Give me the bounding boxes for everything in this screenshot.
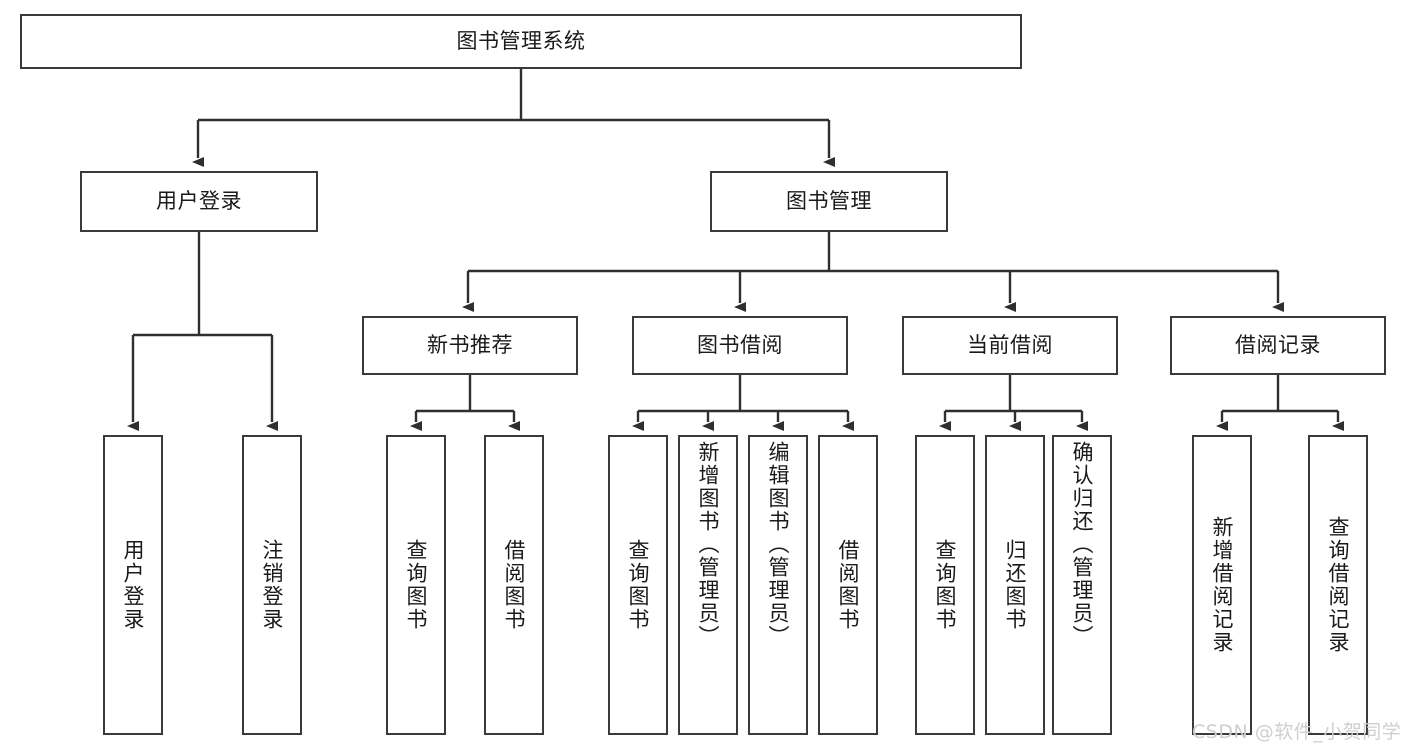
node-book-manage[interactable]: 图书管理 <box>710 171 948 232</box>
node-leaf-add-record[interactable]: 新增借阅记录 <box>1192 435 1252 735</box>
node-leaf-return-book[interactable]: 归还图书 <box>985 435 1045 735</box>
node-leaf-user-login[interactable]: 用户登录 <box>103 435 163 735</box>
node-leaf-edit-book[interactable]: 编辑图书（管理员） <box>748 435 808 735</box>
node-leaf-query-record-label: 查询借阅记录 <box>1326 516 1351 654</box>
node-leaf-query-book-2[interactable]: 查询图书 <box>608 435 668 735</box>
node-leaf-user-logout-label: 注销登录 <box>260 539 285 631</box>
node-leaf-query-book-1-label: 查询图书 <box>404 539 429 631</box>
node-leaf-edit-book-label: 编辑图书（管理员） <box>766 441 791 648</box>
node-root[interactable]: 图书管理系统 <box>20 14 1022 69</box>
node-leaf-borrow-book-1-label: 借阅图书 <box>502 539 527 631</box>
node-leaf-confirm-return-label: 确认归还（管理员） <box>1070 441 1095 648</box>
node-leaf-query-book-1[interactable]: 查询图书 <box>386 435 446 735</box>
node-new-book-rec-label: 新书推荐 <box>427 333 513 358</box>
node-root-label: 图书管理系统 <box>456 29 586 54</box>
node-current-borrow[interactable]: 当前借阅 <box>902 316 1118 375</box>
node-leaf-return-book-label: 归还图书 <box>1003 539 1028 631</box>
node-user-login-label: 用户登录 <box>156 189 242 214</box>
watermark-text: CSDN @软件_小贺同学 <box>1192 721 1402 743</box>
node-book-borrow[interactable]: 图书借阅 <box>632 316 848 375</box>
node-borrow-record-label: 借阅记录 <box>1235 333 1321 358</box>
node-leaf-user-login-label: 用户登录 <box>121 539 146 631</box>
node-leaf-add-book[interactable]: 新增图书（管理员） <box>678 435 738 735</box>
node-leaf-add-book-label: 新增图书（管理员） <box>696 441 721 648</box>
node-leaf-query-book-3[interactable]: 查询图书 <box>915 435 975 735</box>
node-user-login[interactable]: 用户登录 <box>80 171 318 232</box>
node-borrow-record[interactable]: 借阅记录 <box>1170 316 1386 375</box>
node-leaf-add-record-label: 新增借阅记录 <box>1210 516 1235 654</box>
node-leaf-borrow-book-2-label: 借阅图书 <box>836 539 861 631</box>
node-leaf-confirm-return[interactable]: 确认归还（管理员） <box>1052 435 1112 735</box>
node-leaf-user-logout[interactable]: 注销登录 <box>242 435 302 735</box>
node-leaf-borrow-book-2[interactable]: 借阅图书 <box>818 435 878 735</box>
node-leaf-query-book-3-label: 查询图书 <box>933 539 958 631</box>
node-leaf-query-book-2-label: 查询图书 <box>626 539 651 631</box>
node-leaf-borrow-book-1[interactable]: 借阅图书 <box>484 435 544 735</box>
node-book-borrow-label: 图书借阅 <box>697 333 783 358</box>
node-current-borrow-label: 当前借阅 <box>967 333 1053 358</box>
node-new-book-rec[interactable]: 新书推荐 <box>362 316 578 375</box>
node-book-manage-label: 图书管理 <box>786 189 872 214</box>
node-leaf-query-record[interactable]: 查询借阅记录 <box>1308 435 1368 735</box>
